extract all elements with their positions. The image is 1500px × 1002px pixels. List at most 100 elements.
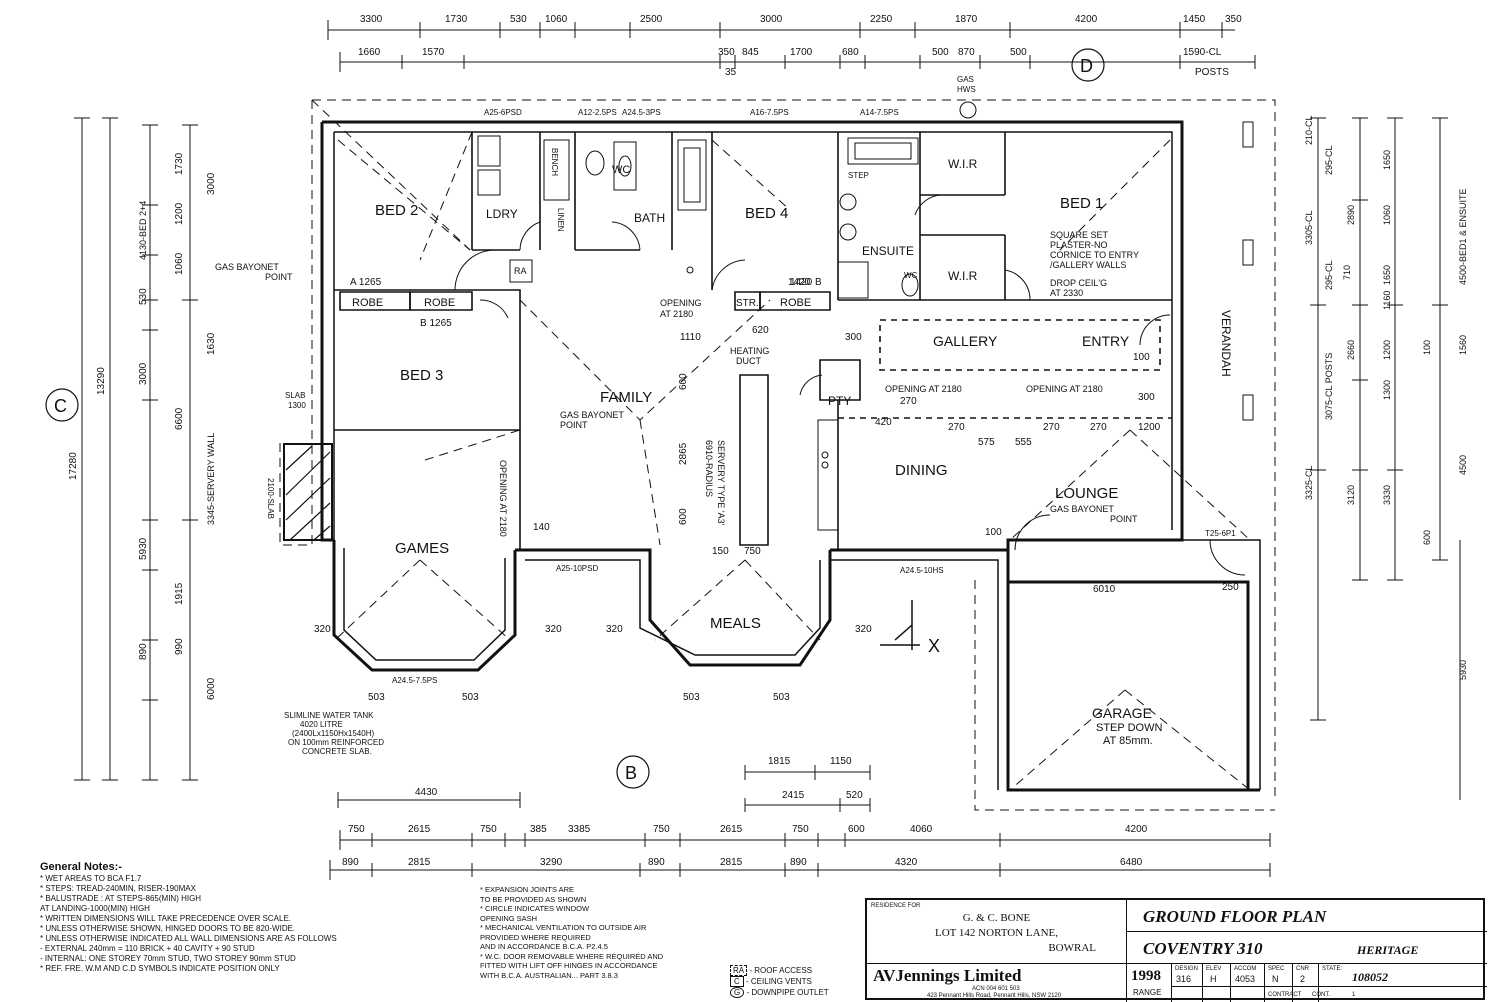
dim-top2-7: 870 [958,47,975,58]
house-outline [320,120,1261,792]
dim-bot2-7: 6480 [1120,857,1143,868]
opening-2180-a2: AT 2180 [660,309,693,319]
linen: LINEN [556,208,565,232]
row2-cont: CONT. [1312,992,1330,998]
company-cell: AVJennings Limited ACN 004 601 503 423 P… [867,964,1127,1002]
title-block: RESIDENCE FOR G. & C. BONE LOT 142 NORTO… [865,898,1487,1002]
legend-roof-access: RA - ROOF ACCESS [730,965,829,976]
dim-bot1-7: 750 [792,824,809,835]
dims-left: 17280 13290 1730 3000 1200 1060 530 1630… [68,152,217,700]
dim-top1-8: 4200 [1075,14,1098,25]
dim-top2-3: 845 [742,47,759,58]
dim-top1-5: 3000 [760,14,783,25]
dim-left-a8: 5930 [138,537,149,560]
dim-bot1-1: 2615 [408,824,431,835]
year-cell: 1998 RANGE [1127,964,1172,1002]
field-elev-value: H [1210,974,1217,984]
note2-line: * EXPANSION JOINTS ARE [480,885,575,894]
dim-botleft: 4430 [415,787,438,798]
slab-note3: 2100-SLAB [266,478,275,519]
grid-marker-d: D [1080,56,1093,76]
plaster: PLASTER-NO [1050,240,1108,250]
window-a1265: A 1265 [350,277,382,288]
fields-cell: DESIGN ELEV ACCOM SPEC CNR STATE: 316 H … [1172,964,1487,1002]
room-bed4: BED 4 [745,205,788,222]
square-set: SQUARE SET [1050,230,1109,240]
company-address: 423 Pennant Hills Road, Pennant Hills, N… [927,993,1062,999]
dim-top2-5: 680 [842,47,859,58]
dim-misc-14: 150 [712,546,729,557]
water-tank [283,443,333,541]
opening-games: OPENING AT 2180 [498,460,508,537]
town-name: BOWRAL [1048,942,1096,954]
note2-line: TO BE PROVIDED AS SHOWN [480,894,587,904]
design-series: HERITAGE [1357,943,1419,957]
dim-top1-4: 2500 [640,14,663,25]
gas-bayonet-family2: POINT [560,420,588,430]
dim-botmid-2: 2415 [782,790,805,801]
dim-misc-16: 140 [533,522,550,533]
dim-right-14: 1560 [1458,335,1468,355]
field-cnr-label: CNR [1296,966,1309,972]
row2-contract: CONTRACT [1268,992,1302,998]
room-entry: ENTRY [1082,333,1130,349]
dim-misc-28: 320 [606,624,623,635]
dim-left-outer: 17280 [68,452,79,480]
dim-right-7: 710 [1342,265,1352,280]
dim-misc-13: 100 [985,527,1002,538]
dim-right-15: 100 [1422,340,1432,355]
dim-misc-18: 2865 [678,442,689,465]
dim-right-21: 5930 [1458,660,1468,680]
dim-misc-26: 503 [773,692,790,703]
grid-markers [45,48,1105,789]
window-b1265: B 1265 [420,318,452,329]
dim-left-a3: 1060 [174,252,185,275]
window-a245: A24.5-7.5PS [392,676,437,685]
room-meals: MEALS [710,615,761,632]
heating-duct2: DUCT [736,356,761,366]
dim-right-16: 3325-CL [1304,465,1314,500]
room-wc: WC [612,164,630,176]
note-line: * REF. FRE. W.M AND C.D SYMBOLS INDICATE… [40,964,280,973]
dim-left-a1: 3000 [206,172,217,195]
note-line: - INTERNAL: ONE STOREY 70mm STUD, TWO ST… [40,954,296,963]
drop-ceil: DROP CEIL'G [1050,278,1107,288]
dim-misc-8: 555 [1015,437,1032,448]
grid-marker-c: C [54,396,67,416]
room-labels: BED 1 BED 2 BED 3 BED 4 LDRY BATH WC ENS… [352,148,1233,747]
dim-left-a10: 990 [174,638,185,655]
legend-ceiling-vents: C - CEILING VENTS [730,976,829,987]
dim-bot1-0: 750 [348,824,365,835]
dim-top1-6: 2250 [870,14,893,25]
dim-left-a4: 530 [138,288,149,305]
dim-top2b-0: 35 [725,67,737,78]
dim-top1-0: 3300 [360,14,383,25]
gas-bayonet-lounge2: POINT [1110,514,1138,524]
dims-bottom-row1: 750 2615 750 385 3385 750 2615 750 600 4… [348,824,1148,835]
dim-top1-2: 530 [510,14,527,25]
dims-bottom-row2: 890 2815 3290 890 2815 890 4320 6480 [342,857,1143,868]
dim-top2-4: 1700 [790,47,813,58]
dims-misc: 620 1110 300 100 270 420 270 575 555 270… [314,277,1239,703]
roof-access-ra: RA [514,266,527,276]
dim-top2-2: 350 [718,47,735,58]
bench: BENCH [550,148,559,176]
door-swings [454,194,1246,576]
dim-right-17: 3120 [1346,485,1356,505]
servery2: SERVERY TYPE 'A3' [716,440,726,526]
gallery-walls: /GALLERY WALLS [1050,260,1126,270]
construction-notes: * EXPANSION JOINTS ARE TO BE PROVIDED AS… [480,885,710,980]
dim-bot2-0: 890 [342,857,359,868]
tank-note: SLIMLINE WATER TANK [284,711,374,720]
window-t256: T25-6P1 [1205,529,1236,538]
dim-left-a9: 1915 [174,582,185,605]
gas-hws: GAS [957,75,974,84]
dim-misc-24: 503 [462,692,479,703]
dim-top1-9: 1450 [1183,14,1206,25]
note2-line: FITTED WITH LIFT OFF HINGES IN ACCORDANC… [480,961,658,970]
dim-bot1-5: 750 [653,824,670,835]
roof-hip-lines [279,99,1276,811]
dims-bottom-mid: 1815 1150 2415 520 4430 [415,756,863,801]
dim-botmid-0: 1815 [768,756,791,767]
dim-misc-12: 300 [1138,392,1155,403]
